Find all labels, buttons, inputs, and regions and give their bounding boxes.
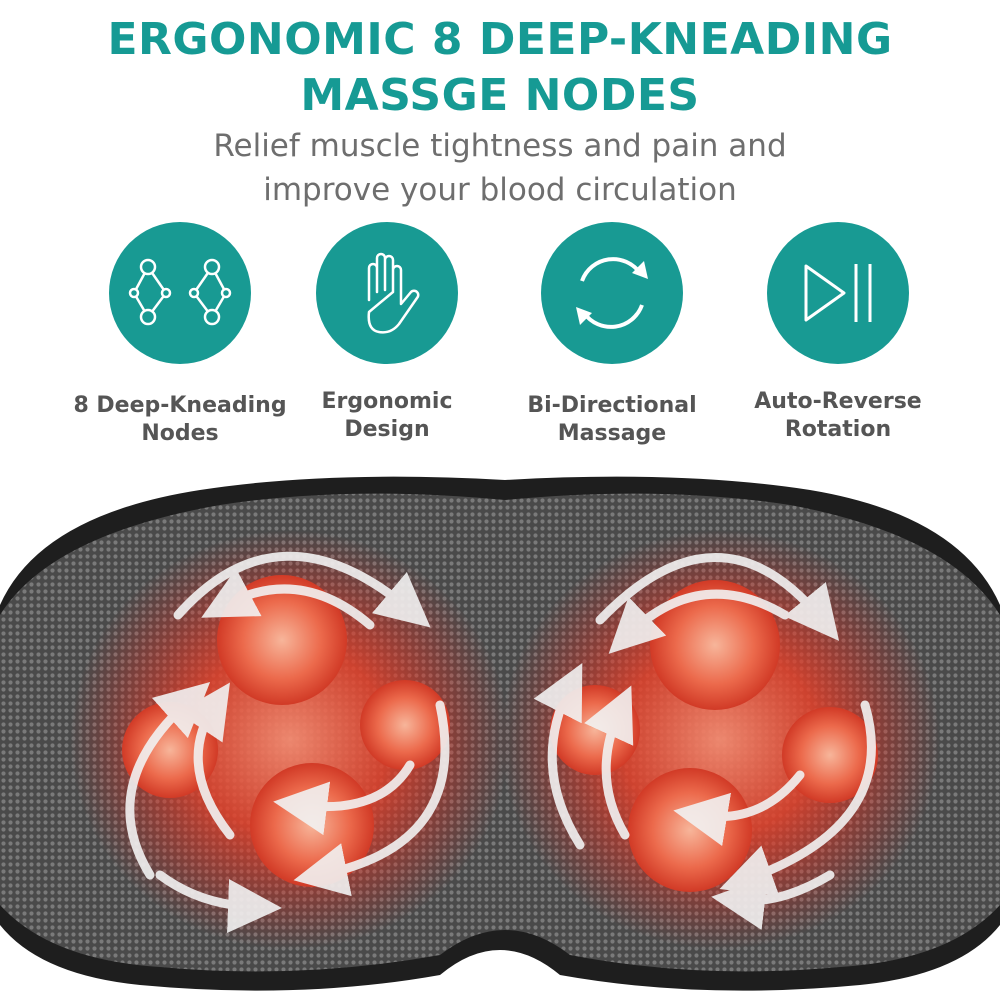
subheadline: Relief muscle tightness and pain and imp…	[0, 124, 1000, 212]
massager-illustration	[0, 476, 1000, 991]
rotation-arrow	[155, 870, 282, 933]
feature-ergonomic-design: Ergonomic Design	[277, 222, 497, 444]
massage-node	[782, 707, 878, 803]
headline-line-1: ERGONOMIC 8 DEEP-KNEADING	[107, 14, 893, 65]
feature-label-line-2: Nodes	[141, 421, 219, 446]
massage-node	[360, 680, 450, 770]
feature-icon-circle	[109, 222, 251, 364]
rotation-arrow	[125, 681, 211, 880]
massage-node	[650, 580, 780, 710]
play-pause-icon	[804, 264, 872, 322]
rotation-arrow	[608, 589, 790, 654]
feature-label: 8 Deep-Kneading Nodes	[70, 392, 290, 448]
hand-icon	[367, 252, 420, 334]
feature-label-line-2: Rotation	[784, 417, 892, 442]
rotation-arrow	[711, 870, 835, 930]
rotation-arrow	[673, 770, 805, 847]
feature-deep-kneading-nodes: 8 Deep-Kneading Nodes	[70, 222, 290, 448]
rotation-arrow	[719, 700, 876, 897]
massage-node	[628, 768, 752, 892]
headline: ERGONOMIC 8 DEEP-KNEADING MASSGE NODES	[0, 12, 1000, 124]
circular-arrows-icon	[576, 257, 648, 329]
feature-label-line-1: Auto-Reverse	[754, 389, 922, 414]
subheadline-line-2: improve your blood circulation	[263, 172, 737, 208]
headline-line-2: MASSGE NODES	[300, 70, 700, 121]
subheadline-line-1: Relief muscle tightness and pain and	[213, 128, 787, 164]
feature-row: 8 Deep-Kneading Nodes Ergonomic Design B…	[0, 222, 1000, 446]
feature-label-line-1: Bi-Directional	[527, 393, 697, 418]
feature-label-line-1: Ergonomic	[321, 389, 453, 414]
rotation-arrow	[533, 662, 585, 850]
feature-label: Ergonomic Design	[277, 388, 497, 444]
rotation-arrow	[595, 553, 840, 641]
rotation-arrow	[201, 568, 375, 630]
feature-icon-circle	[316, 222, 458, 364]
feature-label: Auto-Reverse Rotation	[728, 388, 948, 444]
massager-product-image	[0, 455, 1000, 1000]
feature-icon-circle	[541, 222, 683, 364]
rotation-arrow	[177, 682, 235, 840]
rotation-arrow	[584, 685, 634, 840]
feature-label-line-1: 8 Deep-Kneading	[73, 393, 287, 418]
feature-auto-reverse-rotation: Auto-Reverse Rotation	[728, 222, 948, 444]
nodes-icon	[128, 258, 232, 326]
feature-bi-directional-massage: Bi-Directional Massage	[502, 222, 722, 448]
rotation-arrow	[293, 700, 450, 897]
feature-icon-circle	[767, 222, 909, 364]
feature-label-line-2: Massage	[557, 421, 667, 446]
feature-label-line-2: Design	[344, 417, 430, 442]
rotation-arrow	[273, 760, 415, 836]
feature-label: Bi-Directional Massage	[502, 392, 722, 448]
